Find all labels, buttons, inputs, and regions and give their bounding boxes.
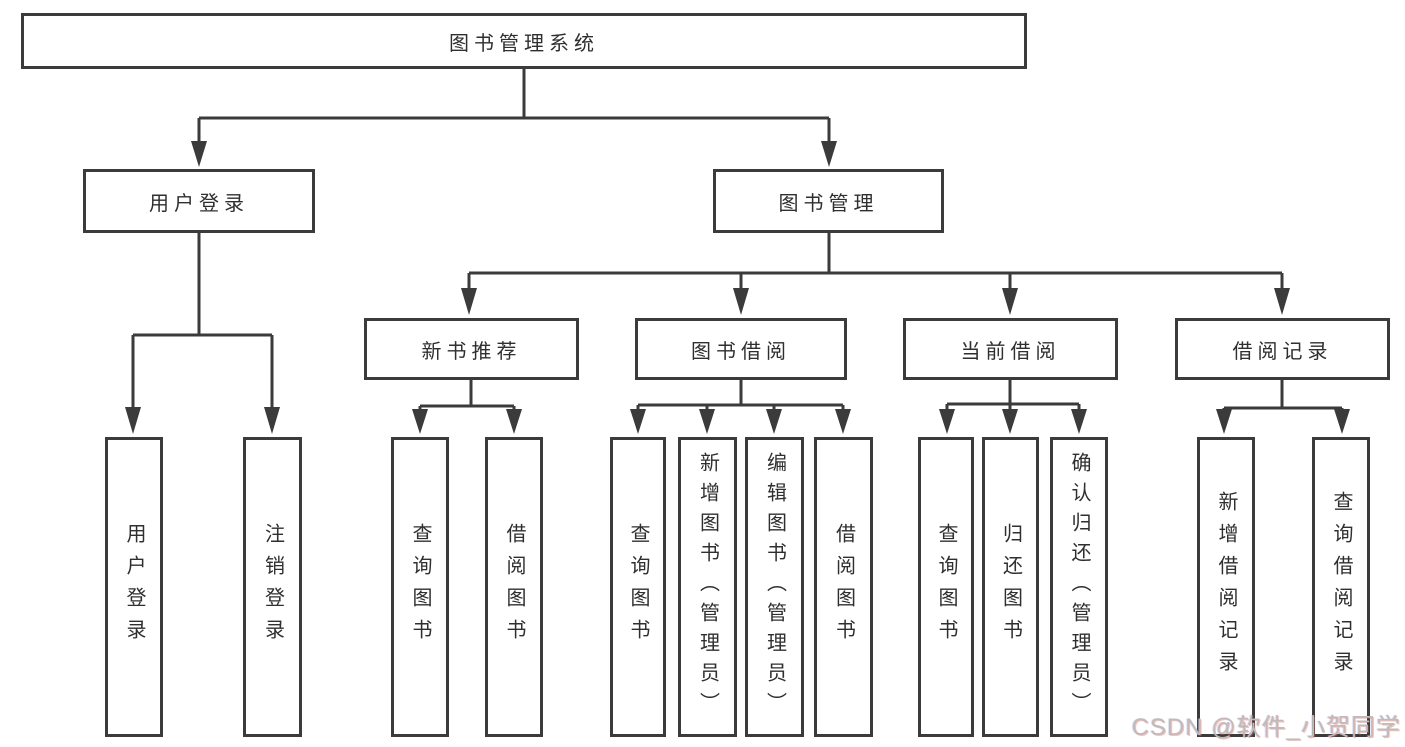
node-leaf-edit-books-admin-label: 编辑图书（管理员） — [763, 452, 786, 722]
node-new-book-recommend-label: 新书推荐 — [421, 340, 522, 363]
arrowheads-borrowing-children — [630, 409, 851, 434]
node-leaf-add-borrow-record: 新增借阅记录 — [1197, 437, 1255, 737]
arrowheads-current-children — [939, 409, 1087, 434]
node-leaf-borrow-books-borrowing: 借阅图书 — [814, 437, 873, 737]
edge-borrowing-children — [636, 380, 845, 411]
node-leaf-add-books-admin: 新增图书（管理员） — [678, 437, 737, 737]
node-leaf-borrow-books-borrowing-label: 借阅图书 — [832, 523, 855, 651]
node-leaf-confirm-return-admin: 确认归还（管理员） — [1050, 437, 1108, 737]
node-leaf-logout: 注销登录 — [243, 437, 302, 737]
node-leaf-query-books-borrowing-label: 查询图书 — [627, 523, 649, 651]
node-user-login: 用户登录 — [83, 169, 315, 233]
node-leaf-return-books-label: 归还图书 — [999, 523, 1022, 651]
node-current-borrowing: 当前借阅 — [903, 318, 1118, 380]
node-leaf-return-books: 归还图书 — [982, 437, 1039, 737]
node-leaf-query-borrow-record: 查询借阅记录 — [1312, 437, 1370, 737]
node-book-management-label: 图书管理 — [778, 192, 879, 215]
node-leaf-query-books-recommend-label: 查询图书 — [409, 523, 431, 651]
node-borrowing-records-label: 借阅记录 — [1232, 340, 1333, 363]
node-leaf-query-books-current-label: 查询图书 — [935, 523, 957, 651]
node-leaf-edit-books-admin: 编辑图书（管理员） — [745, 437, 804, 737]
node-new-book-recommend: 新书推荐 — [364, 318, 579, 380]
node-leaf-user-login: 用户登录 — [105, 437, 163, 737]
node-leaf-add-books-admin-label: 新增图书（管理员） — [696, 452, 719, 722]
node-root-system: 图书管理系统 — [21, 13, 1027, 69]
node-leaf-query-books-borrowing: 查询图书 — [610, 437, 666, 737]
edge-new-rec-children — [418, 380, 516, 411]
node-current-borrowing-label: 当前借阅 — [960, 340, 1061, 363]
arrowheads-user-login-children — [125, 407, 280, 434]
node-leaf-user-login-label: 用户登录 — [123, 523, 145, 651]
node-leaf-logout-label: 注销登录 — [261, 523, 284, 651]
edge-book-mgmt-children — [467, 233, 1284, 290]
node-root-label: 图书管理系统 — [449, 32, 599, 55]
node-leaf-borrow-books-recommend-label: 借阅图书 — [503, 523, 525, 651]
node-leaf-add-borrow-record-label: 新增借阅记录 — [1215, 491, 1237, 683]
edge-records-children — [1222, 380, 1344, 411]
arrowheads-records-children — [1216, 409, 1350, 434]
node-user-login-label: 用户登录 — [149, 192, 249, 215]
arrowheads-new-rec-children — [412, 409, 522, 434]
edge-root-to-level2 — [197, 69, 831, 143]
edge-current-children — [945, 380, 1081, 411]
node-leaf-query-books-recommend: 查询图书 — [391, 437, 449, 737]
node-borrowing-records: 借阅记录 — [1175, 318, 1390, 380]
arrowheads-book-mgmt-children — [461, 288, 1290, 315]
node-leaf-query-books-current: 查询图书 — [918, 437, 974, 737]
node-book-borrowing: 图书借阅 — [635, 318, 847, 380]
edge-user-login-children — [131, 233, 274, 409]
node-leaf-query-borrow-record-label: 查询借阅记录 — [1330, 491, 1352, 683]
node-leaf-borrow-books-recommend: 借阅图书 — [485, 437, 543, 737]
node-book-borrowing-label: 图书借阅 — [691, 340, 791, 363]
arrowheads-root-to-level2 — [191, 141, 837, 167]
node-book-management: 图书管理 — [713, 169, 944, 233]
node-leaf-confirm-return-admin-label: 确认归还（管理员） — [1068, 452, 1090, 722]
